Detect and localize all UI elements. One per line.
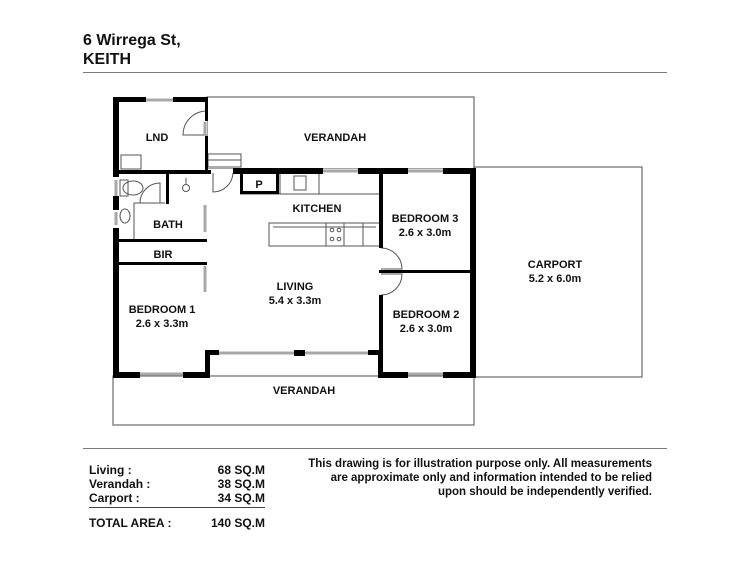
area-divider	[89, 507, 265, 508]
area-value: 34 SQ.M	[217, 491, 265, 505]
disclaimer: This drawing is for illustration purpose…	[272, 457, 652, 499]
floor-plan: LND VERANDAH P KITCHEN BATH BIR BEDROOM …	[112, 96, 643, 426]
property-address: 6 Wirrega St, KEITH	[83, 31, 181, 69]
door-wc	[139, 182, 161, 204]
room-label-bedroom2: BEDROOM 2	[393, 309, 460, 321]
sink-icon	[293, 175, 307, 191]
address-street: 6 Wirrega St,	[83, 32, 181, 49]
room-size-bedroom2: 2.6 x 3.0m	[400, 323, 453, 335]
area-row-living: Living : 68 SQ.M	[89, 463, 265, 477]
room-label-bir: BIR	[154, 249, 173, 261]
room-label-pantry: P	[255, 179, 262, 191]
room-label-kitchen: KITCHEN	[293, 203, 342, 215]
room-label-bedroom1: BEDROOM 1	[129, 304, 196, 316]
room-size-carport: 5.2 x 6.0m	[529, 273, 582, 285]
disclaimer-line: This drawing is for illustration purpose…	[308, 458, 652, 470]
disclaimer-line: are approximate only and information int…	[330, 472, 652, 484]
area-label: Verandah :	[89, 477, 151, 491]
cooktop-icon	[325, 222, 345, 247]
laundry-trough-icon	[120, 154, 142, 170]
header-divider	[83, 72, 667, 73]
room-size-living: 5.4 x 3.3m	[269, 295, 322, 307]
door-bedroom3	[380, 247, 403, 270]
door-bedroom2	[380, 273, 403, 296]
area-row-total: TOTAL AREA : 140 SQ.M	[89, 516, 265, 530]
area-summary: Living : 68 SQ.M Verandah : 38 SQ.M Carp…	[89, 463, 265, 530]
basin-icon	[119, 208, 131, 224]
room-label-living: LIVING	[277, 281, 314, 293]
door-entry	[212, 172, 234, 193]
area-label: Living :	[89, 463, 132, 477]
door-lnd	[182, 110, 208, 136]
area-label: Carport :	[89, 491, 140, 505]
area-value: 38 SQ.M	[217, 477, 265, 491]
room-label-verandah-top: VERANDAH	[304, 132, 366, 144]
room-label-verandah-bottom: VERANDAH	[273, 385, 335, 397]
room-label-bath: BATH	[153, 219, 183, 231]
footer-divider	[83, 448, 667, 449]
room-label-carport: CARPORT	[528, 259, 583, 271]
room-label-lnd: LND	[146, 132, 169, 144]
area-value: 68 SQ.M	[217, 463, 265, 477]
total-label: TOTAL AREA :	[89, 516, 172, 530]
room-size-bedroom3: 2.6 x 3.0m	[399, 227, 452, 239]
carport-outline	[473, 166, 643, 378]
shower-icon	[182, 184, 190, 192]
toilet-icon	[119, 179, 129, 197]
area-row-carport: Carport : 34 SQ.M	[89, 491, 265, 505]
room-label-bedroom3: BEDROOM 3	[392, 213, 459, 225]
verandah-bottom-outline	[112, 375, 475, 426]
total-value: 140 SQ.M	[210, 516, 265, 530]
address-suburb: KEITH	[83, 51, 131, 68]
area-row-verandah: Verandah : 38 SQ.M	[89, 477, 265, 491]
room-size-bedroom1: 2.6 x 3.3m	[136, 318, 189, 330]
disclaimer-line: upon should be independently verified.	[437, 486, 652, 498]
